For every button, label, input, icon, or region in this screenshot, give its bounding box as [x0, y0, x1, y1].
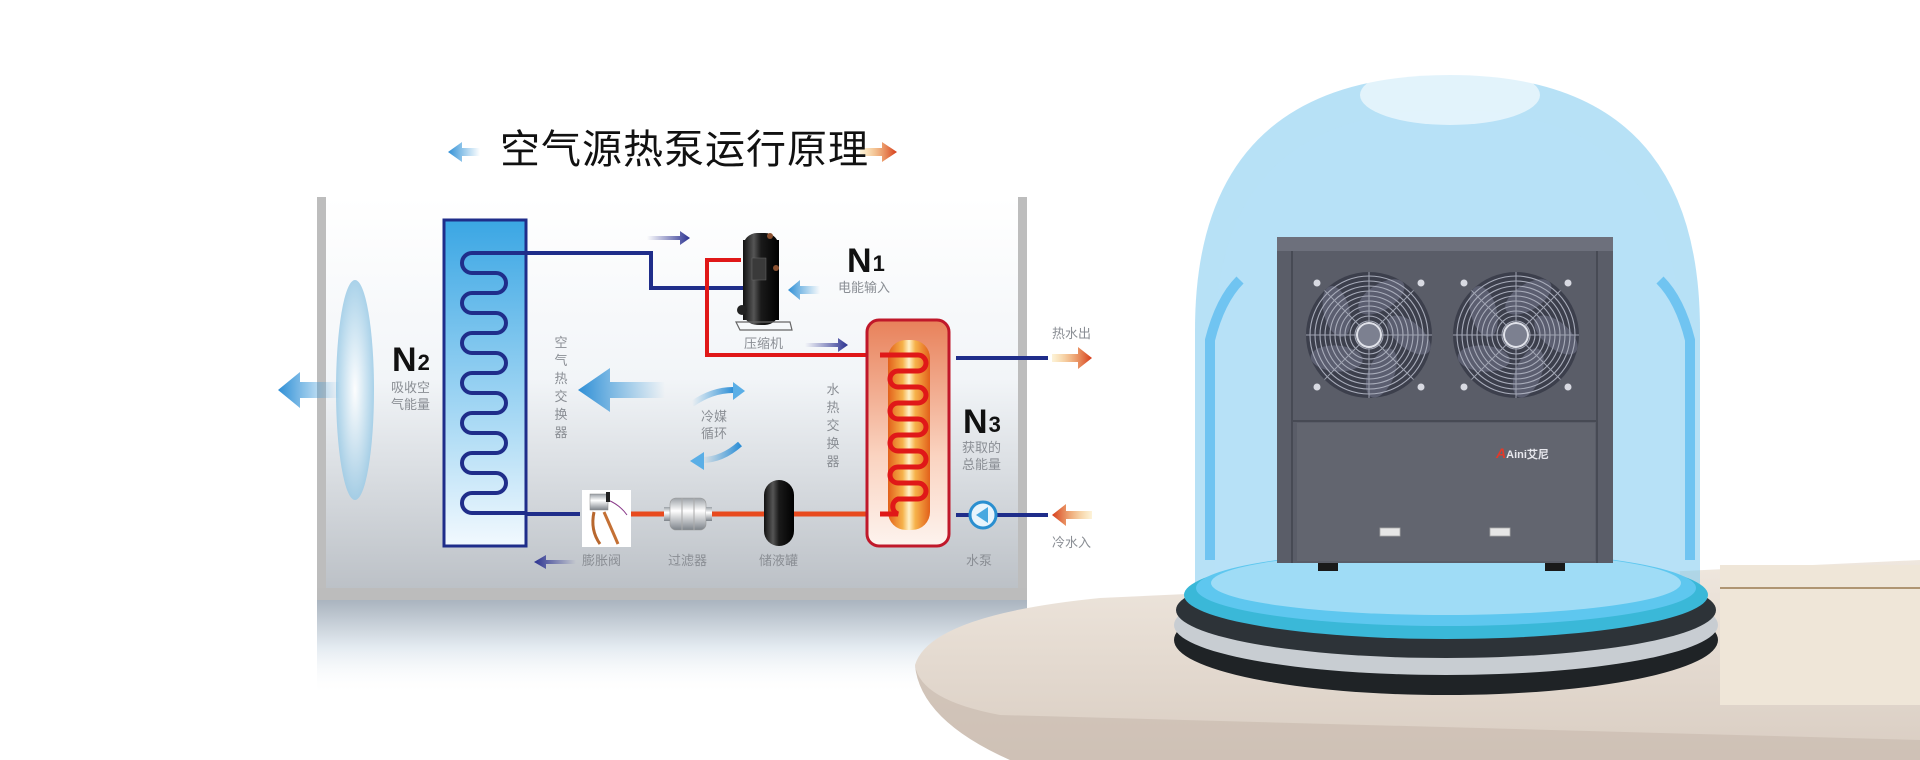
n3-desc-line2: 总能量 — [962, 458, 1002, 473]
water-coil-tube — [880, 352, 929, 517]
hot-water-out-label: 热水出 — [1052, 327, 1092, 342]
brand-logo: AAini艾尼 — [1496, 445, 1549, 461]
filter-label: 过滤器 — [668, 554, 708, 569]
suction-line — [526, 251, 743, 290]
n3-label: N3 — [963, 403, 1001, 441]
expansion-valve-label: 膨胀阀 — [582, 554, 622, 569]
handle-right — [1489, 527, 1511, 537]
frame-left-bar — [317, 197, 326, 600]
discharge-line — [705, 258, 880, 357]
air-exchanger-label: 空气热交换器 — [554, 336, 568, 441]
floor-panel-right — [1720, 565, 1920, 705]
water-pump-graphic — [968, 500, 998, 530]
water-pump-label: 水泵 — [966, 554, 993, 569]
flow-arrow-return — [534, 555, 576, 569]
frame-reflection — [317, 600, 1027, 695]
heat-pump-unit — [1277, 237, 1613, 571]
n2-label: N2 — [392, 341, 430, 379]
flow-arrow-top — [647, 231, 690, 245]
airflow-disk — [336, 280, 374, 500]
pedestal — [1174, 550, 1718, 695]
title-arrow-left — [448, 142, 480, 162]
n1-label: N1 — [847, 242, 885, 280]
n2-desc-line2: 气能量 — [391, 398, 431, 413]
air-coil-tube — [460, 251, 526, 515]
air-out-arrow — [278, 372, 340, 408]
receiver-label: 储液罐 — [759, 554, 799, 569]
flow-arrow-discharge — [805, 338, 848, 352]
fan-2-icon — [1453, 272, 1579, 398]
cold-water-in-arrow — [1052, 504, 1092, 526]
n3-desc-line1: 获取的 — [962, 441, 1002, 456]
handle-left — [1379, 527, 1401, 537]
expansion-valve-graphic — [582, 490, 631, 547]
page-title: 空气源热泵运行原理 — [500, 127, 869, 173]
refrigerant-cycle-line2: 循环 — [701, 427, 728, 442]
cycle-arrow-bottom — [701, 441, 742, 463]
refrigerant-cycle-line1: 冷媒 — [701, 410, 728, 425]
n1-desc: 电能输入 — [838, 281, 891, 296]
filter-graphic — [664, 497, 712, 531]
compressor-label: 压缩机 — [744, 337, 784, 352]
compressor-graphic — [735, 233, 793, 331]
fan-1-icon — [1306, 272, 1432, 398]
power-in-arrow — [788, 280, 820, 300]
frame-bottom-bar — [317, 588, 1027, 600]
receiver-graphic — [764, 480, 794, 546]
heat-flow-arrow — [578, 368, 665, 412]
cold-water-in-label: 冷水入 — [1052, 536, 1092, 551]
n2-desc-line1: 吸收空 — [391, 381, 431, 396]
hot-water-out-arrow — [1052, 347, 1092, 369]
air-heat-exchanger — [442, 218, 528, 548]
title-arrow-right — [860, 142, 897, 162]
water-exchanger-label: 水热交换器 — [826, 383, 840, 470]
cycle-arrow-top — [690, 387, 734, 407]
frame-right-bar — [1018, 197, 1027, 600]
